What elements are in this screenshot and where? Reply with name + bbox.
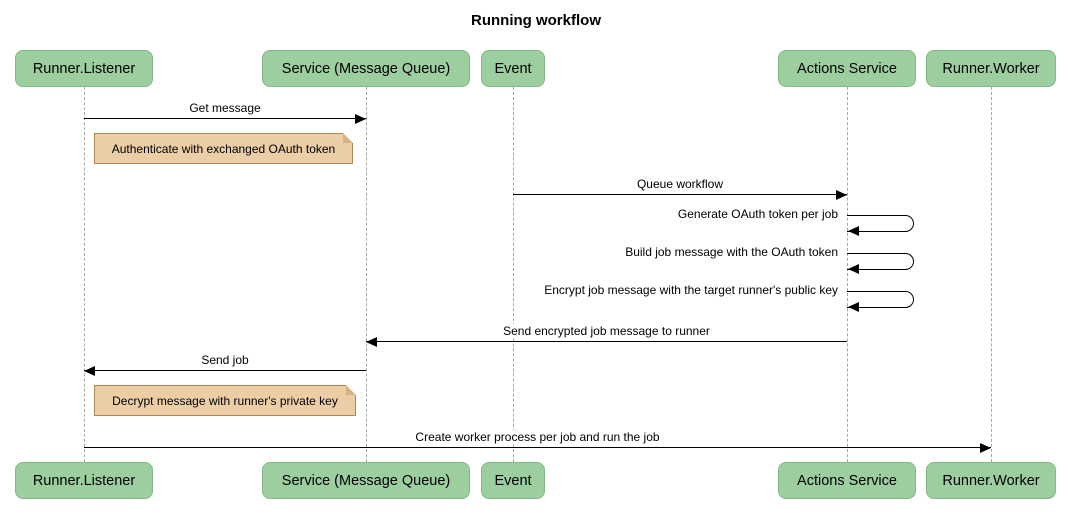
message-label: Send encrypted job message to runner [500, 324, 713, 338]
actor-box-service-message-queue-bottom: Service (Message Queue) [262, 462, 470, 499]
message-arrowhead-icon [980, 443, 991, 453]
message-arrowhead-icon [836, 190, 847, 200]
actor-label: Actions Service [797, 472, 897, 489]
message-arrowhead-icon [366, 337, 377, 347]
actor-label: Runner.Worker [942, 60, 1040, 77]
note: Decrypt message with runner's private ke… [94, 385, 356, 416]
self-message-loop [847, 215, 914, 232]
message-label: Encrypt job message with the target runn… [541, 283, 841, 297]
message-line [84, 447, 991, 448]
message-arrowhead-icon [355, 114, 366, 124]
lifeline-runner-listener [84, 87, 85, 462]
actor-box-runner-listener-bottom: Runner.Listener [15, 462, 153, 499]
message-label: Build job message with the OAuth token [622, 245, 841, 259]
diagram-title: Running workflow [471, 12, 601, 29]
message-line [366, 341, 847, 342]
actor-label: Runner.Listener [32, 472, 136, 489]
lifeline-service-message-queue [366, 87, 367, 462]
actor-box-runner-listener-top: Runner.Listener [15, 50, 153, 87]
self-message-loop [847, 291, 914, 308]
actor-label: Actions Service [797, 60, 897, 77]
message-label: Create worker process per job and run th… [412, 430, 663, 444]
actor-label: Event [494, 472, 532, 489]
message-label: Get message [186, 101, 264, 115]
self-message-arrowhead-icon [848, 264, 859, 274]
self-message-arrowhead-icon [848, 302, 859, 312]
message-line [513, 194, 847, 195]
actor-label: Service (Message Queue) [281, 472, 451, 489]
self-message-loop [847, 253, 914, 270]
actor-label: Runner.Worker [942, 472, 1040, 489]
lifeline-runner-worker [991, 87, 992, 462]
actor-label: Service (Message Queue) [281, 60, 451, 77]
message-label: Queue workflow [633, 177, 727, 191]
actor-box-runner-worker-top: Runner.Worker [926, 50, 1056, 87]
actor-label: Runner.Listener [32, 60, 136, 77]
note-label: Authenticate with exchanged OAuth token [111, 141, 336, 156]
note: Authenticate with exchanged OAuth token [94, 133, 353, 164]
actor-box-actions-service-bottom: Actions Service [778, 462, 916, 499]
message-line [84, 370, 366, 371]
lifeline-actions-service [847, 87, 848, 462]
actor-box-actions-service-top: Actions Service [778, 50, 916, 87]
note-fold-icon [346, 385, 356, 395]
message-arrowhead-icon [84, 366, 95, 376]
note-label: Decrypt message with runner's private ke… [112, 393, 338, 408]
actor-box-event-top: Event [481, 50, 545, 87]
lifeline-event [513, 87, 514, 462]
message-label: Send job [198, 353, 252, 367]
actor-box-service-message-queue-top: Service (Message Queue) [262, 50, 470, 87]
self-message-arrowhead-icon [848, 226, 859, 236]
actor-label: Event [494, 60, 532, 77]
message-label: Generate OAuth token per job [674, 207, 841, 221]
actor-box-event-bottom: Event [481, 462, 545, 499]
message-line [84, 118, 366, 119]
actor-box-runner-worker-bottom: Runner.Worker [926, 462, 1056, 499]
note-fold-icon [343, 133, 353, 143]
